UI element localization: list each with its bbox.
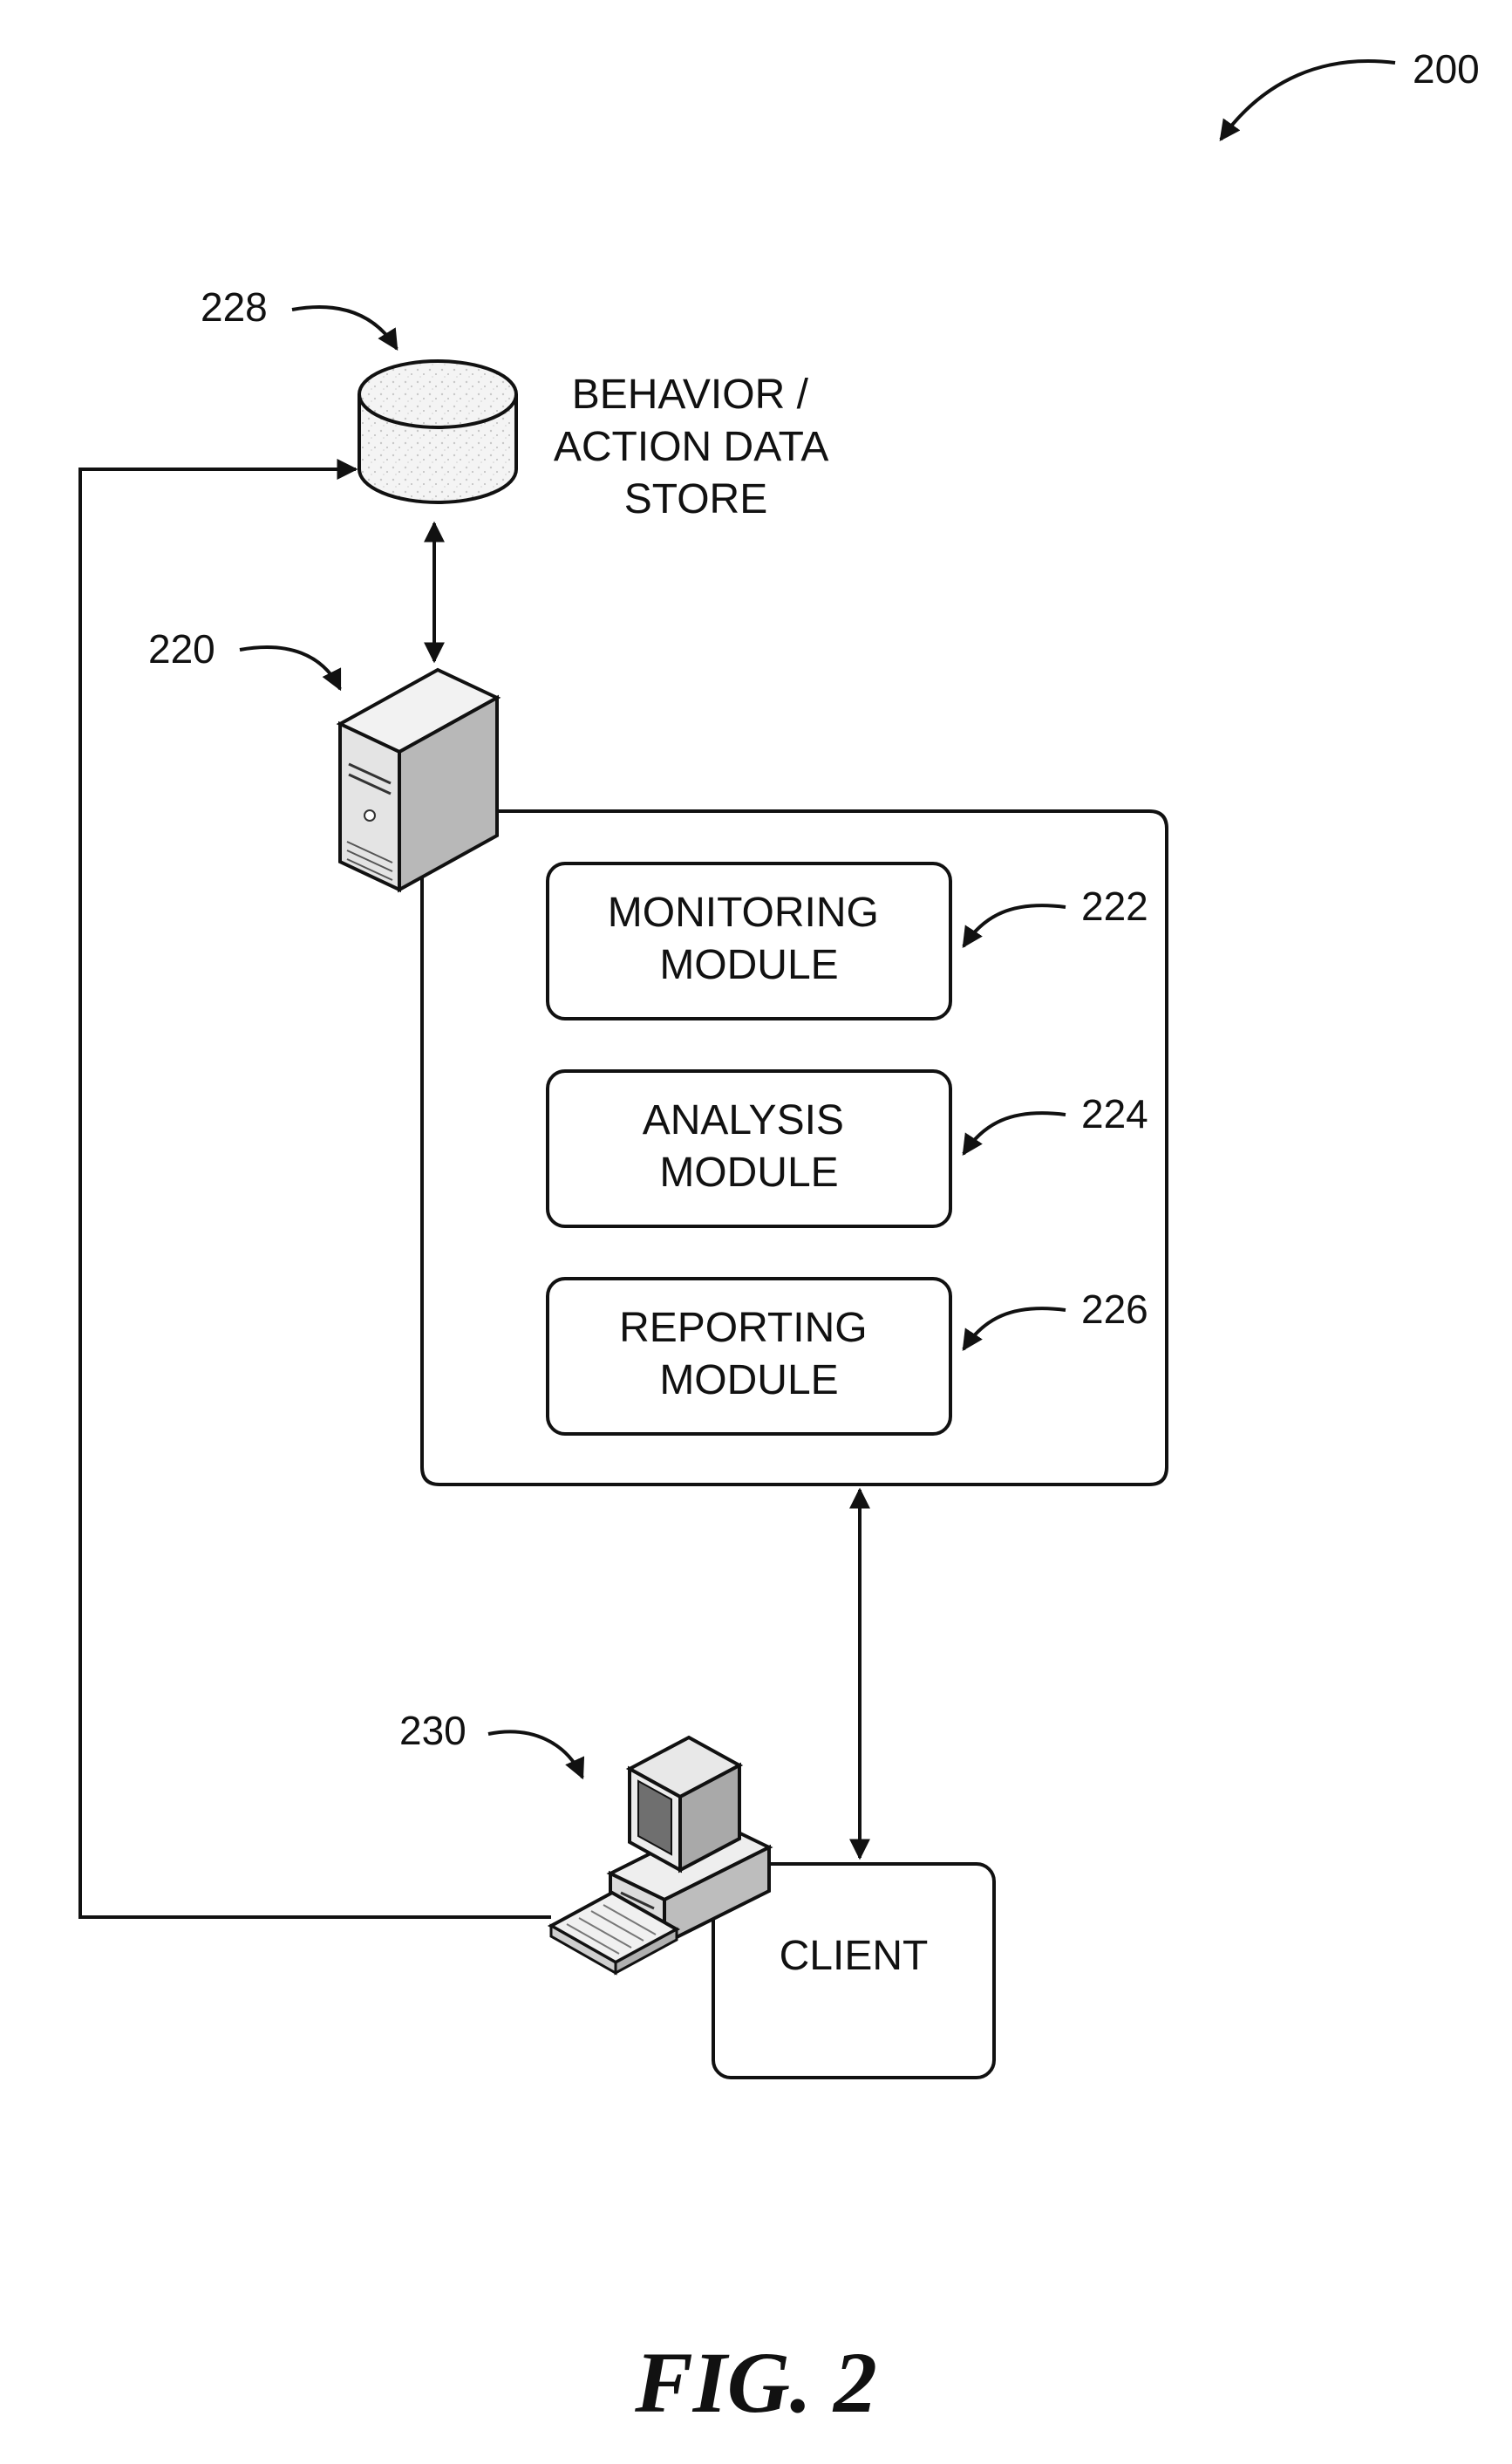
reporting-module-ref: 226 xyxy=(1081,1287,1148,1332)
data-store-ref-leader xyxy=(292,307,397,349)
figure-ref-200-leader xyxy=(1221,61,1395,140)
figure-caption: FIG. 2 xyxy=(634,2334,877,2431)
server-ref-leader xyxy=(240,647,340,689)
monitoring-module-ref: 222 xyxy=(1081,884,1148,929)
data-store-ref: 228 xyxy=(201,284,268,330)
data-store-label: BEHAVIOR / ACTION DATA STORE xyxy=(554,372,838,522)
server-ref: 220 xyxy=(148,626,215,672)
analysis-module-ref: 224 xyxy=(1081,1091,1148,1136)
reporting-module: REPORTING MODULE xyxy=(548,1279,950,1434)
analysis-module: ANALYSIS MODULE xyxy=(548,1071,950,1226)
monitoring-module: MONITORING MODULE xyxy=(548,863,950,1019)
database-cylinder-icon xyxy=(359,361,516,502)
figure-ref-200: 200 xyxy=(1413,46,1480,92)
client-ref: 230 xyxy=(399,1708,467,1753)
client-ref-leader xyxy=(488,1731,582,1778)
client-label: CLIENT xyxy=(780,1933,929,1979)
